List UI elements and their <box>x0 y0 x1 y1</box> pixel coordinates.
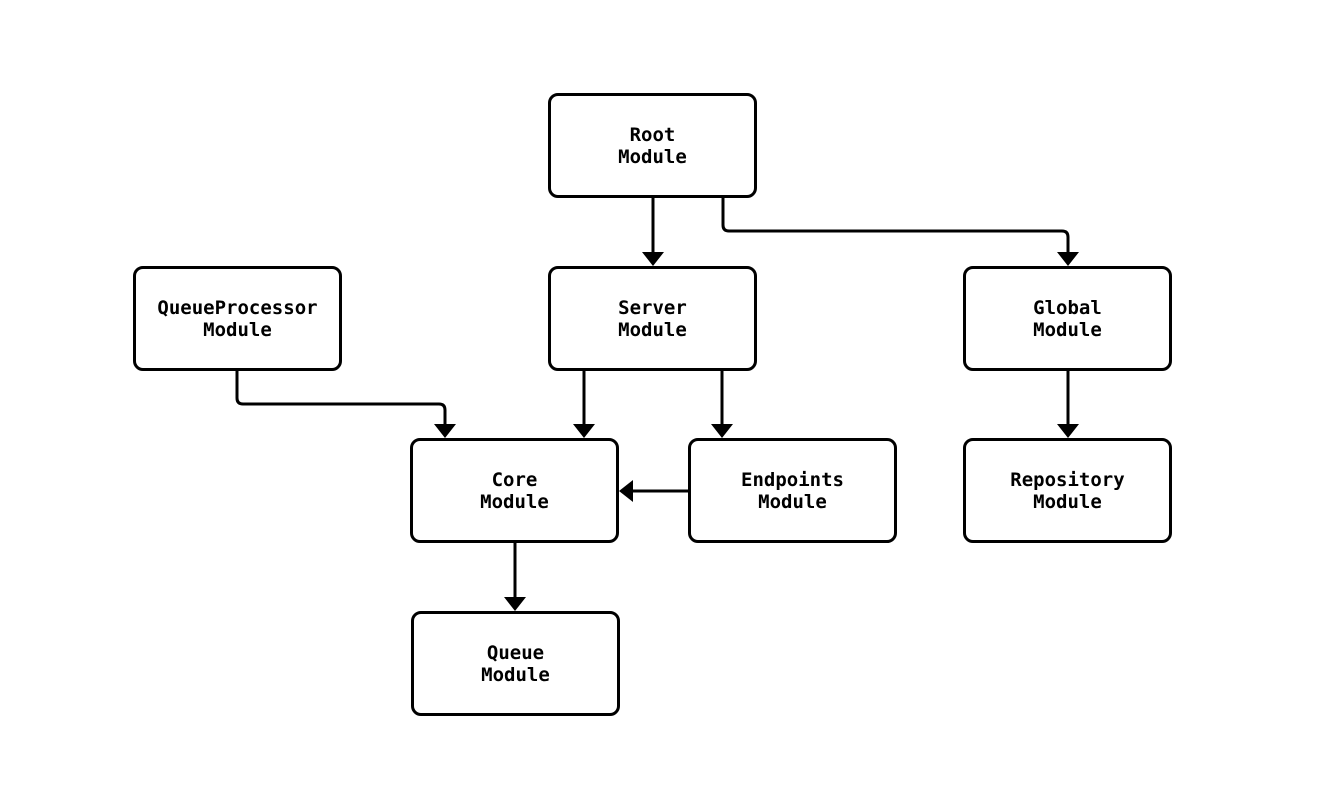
edge-root-to-global <box>721 198 1079 266</box>
edge-core-to-queue <box>504 543 526 611</box>
node-label-line2: Module <box>481 663 550 686</box>
node-server-module: Server Module <box>548 266 757 371</box>
arrowhead-down-icon <box>434 424 456 438</box>
node-label-line2: Module <box>480 490 549 513</box>
node-label-line1: Repository <box>1010 468 1125 491</box>
edge-endpoints-to-core <box>619 480 688 502</box>
node-root-module: Root Module <box>548 93 757 198</box>
edge-queueprocessor-to-core <box>235 371 456 438</box>
edge-global-to-repository <box>1057 371 1079 438</box>
edge-root-to-server <box>642 198 664 266</box>
node-endpoints-module: Endpoints Module <box>688 438 897 543</box>
node-label-line2: Module <box>1033 318 1102 341</box>
edge-server-to-endpoints <box>711 371 733 438</box>
node-label-line1: Root <box>629 123 676 146</box>
node-label-line2: Module <box>618 318 687 341</box>
node-label-line2: Module <box>618 145 687 168</box>
node-label-line1: Core <box>491 468 538 491</box>
node-queueprocessor-module: QueueProcessor Module <box>133 266 342 371</box>
node-repository-module: Repository Module <box>963 438 1172 543</box>
arrowhead-down-icon <box>642 252 664 266</box>
node-label-line1: Global <box>1033 296 1102 319</box>
edge-server-to-core <box>573 371 595 438</box>
arrowhead-left-icon <box>619 480 633 502</box>
node-global-module: Global Module <box>963 266 1172 371</box>
node-queue-module: Queue Module <box>411 611 620 716</box>
node-label-line2: Module <box>1033 490 1102 513</box>
node-label-line2: Module <box>758 490 827 513</box>
arrowhead-down-icon <box>711 424 733 438</box>
arrowhead-down-icon <box>1057 252 1079 266</box>
arrowhead-down-icon <box>573 424 595 438</box>
node-label-line1: QueueProcessor <box>157 296 318 319</box>
node-core-module: Core Module <box>410 438 619 543</box>
node-label-line1: Server <box>618 296 687 319</box>
node-label-line1: Endpoints <box>741 468 844 491</box>
arrowhead-down-icon <box>1057 424 1079 438</box>
node-label-line1: Queue <box>486 641 545 664</box>
arrowhead-down-icon <box>504 597 526 611</box>
node-label-line2: Module <box>203 318 272 341</box>
